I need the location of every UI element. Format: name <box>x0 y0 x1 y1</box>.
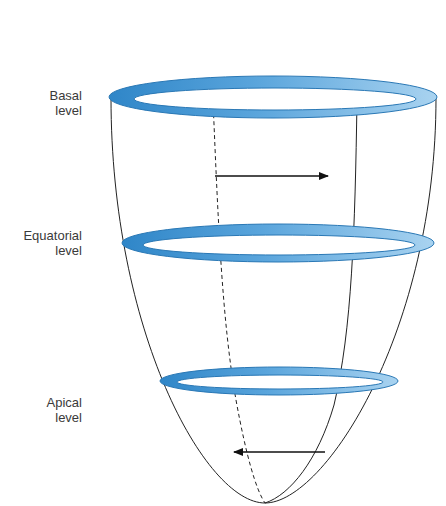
equatorial-ring <box>122 224 434 262</box>
ventricle-outline <box>111 98 436 503</box>
back-meridian <box>213 100 265 503</box>
level-label: Apical level <box>47 395 82 425</box>
front-meridian <box>265 100 357 503</box>
level-label: Basal level <box>49 88 82 118</box>
apical-ring <box>160 367 398 395</box>
rotation-arrow <box>234 451 325 452</box>
basal-ring <box>109 76 437 118</box>
rotation-arrow <box>215 175 328 176</box>
level-label: Equatorial level <box>23 228 82 258</box>
